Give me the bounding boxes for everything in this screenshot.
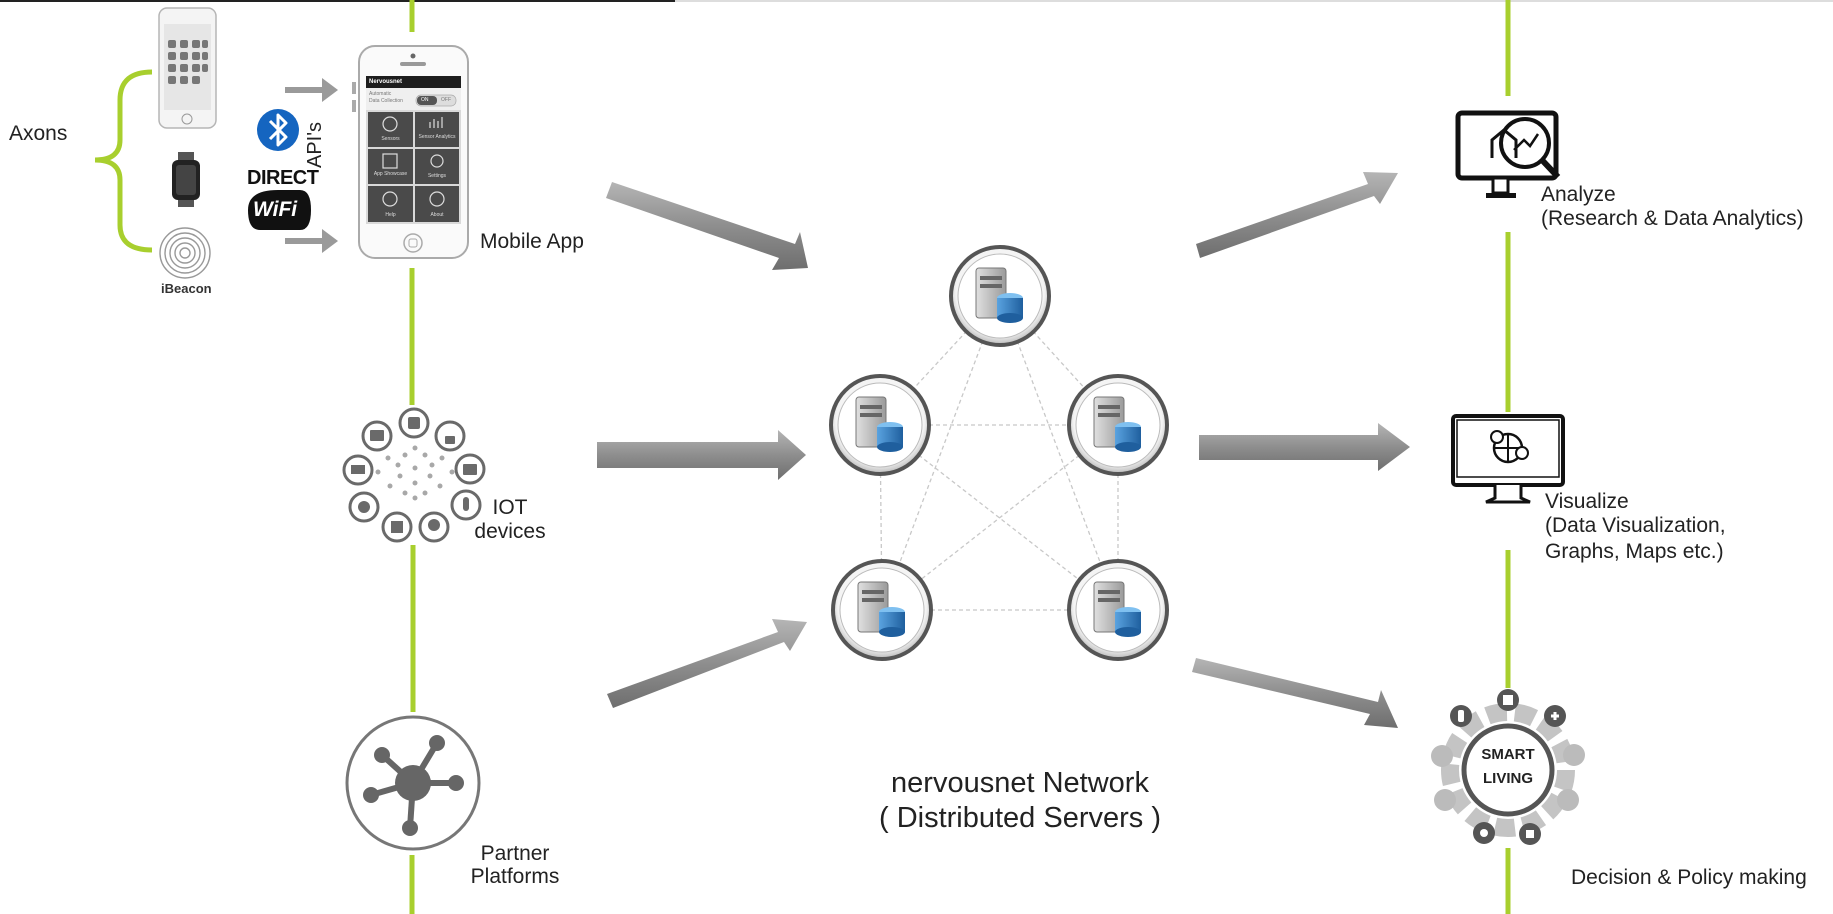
- server-node-icon: [831, 559, 933, 661]
- analyze-label-line2: (Research & Data Analytics): [1541, 207, 1804, 230]
- input-arrows: [597, 182, 808, 708]
- phone-toggle-label-2: Data Collection: [369, 98, 403, 104]
- arrow-network-to-analyze: [1196, 172, 1398, 258]
- mobile-app-label: Mobile App: [480, 230, 584, 253]
- api-arrows: [285, 78, 338, 253]
- phone-toggle-off[interactable]: OFF: [441, 97, 451, 103]
- server-node-icon: [829, 374, 931, 476]
- phone-tile-app-showcase[interactable]: App Showcase: [373, 171, 408, 177]
- wifi-label: WiFi: [253, 198, 298, 221]
- apis-label: API's: [304, 121, 326, 168]
- phone-tile-sensor-analytics[interactable]: Sensor Analytics: [418, 134, 456, 140]
- iot-cluster-icon: [342, 407, 486, 543]
- bluetooth-icon: [257, 109, 299, 151]
- axons-bracket: [94, 69, 153, 253]
- phone-tile-sensors[interactable]: Sensors: [381, 136, 400, 142]
- partner-label-line1: Partner: [480, 842, 550, 865]
- smart-label-line1: SMART: [1481, 746, 1535, 763]
- arrow-mobile-to-network: [606, 182, 808, 270]
- smart-living-gear-icon: [1431, 689, 1585, 845]
- ibeacon-icon: [159, 227, 211, 279]
- phone-tile-settings[interactable]: Settings: [427, 173, 447, 179]
- visualize-monitor-icon: [1451, 414, 1565, 504]
- arrow-iot-to-network: [597, 430, 806, 480]
- arrow-partner-to-network: [607, 619, 807, 708]
- phone-icon: [158, 7, 217, 129]
- wifi-direct-icon: [248, 190, 311, 230]
- decision-label: Decision & Policy making: [1571, 866, 1807, 889]
- iot-label-line2: devices: [474, 520, 546, 543]
- partner-hub-icon: [345, 715, 481, 851]
- server-nodes: [829, 245, 1169, 661]
- phone-app-title: Nervousnet: [369, 79, 403, 85]
- partner-label-line2: Platforms: [470, 865, 560, 888]
- arrow-network-to-visualize: [1199, 423, 1410, 471]
- left-timeline-line: [409, 0, 416, 914]
- network-title-line2: ( Distributed Servers ): [878, 802, 1161, 834]
- phone-toggle-on[interactable]: ON: [421, 97, 429, 103]
- phone-tile-about[interactable]: About: [430, 212, 444, 218]
- analyze-monitor-icon: [1455, 110, 1561, 198]
- server-node-icon: [949, 245, 1051, 347]
- axons-label: Axons: [9, 122, 68, 145]
- phone-toggle-label-1: Automatic: [369, 91, 392, 97]
- arrow-network-to-smart-living: [1192, 658, 1398, 728]
- server-node-icon: [1067, 374, 1169, 476]
- output-arrows: [1192, 172, 1410, 728]
- direct-label: DIRECT: [247, 167, 319, 189]
- server-node-icon: [1067, 559, 1169, 661]
- network-title-line1: nervousnet Network: [891, 767, 1149, 799]
- mobile-app-phone: [352, 45, 469, 259]
- iot-label-line1: IOT: [492, 496, 528, 519]
- watch-icon: [172, 152, 200, 207]
- analyze-label-line1: Analyze: [1541, 183, 1616, 206]
- ibeacon-label: iBeacon: [161, 281, 212, 296]
- visualize-label-line1: Visualize: [1545, 490, 1629, 513]
- visualize-label-line3: Graphs, Maps etc.): [1545, 540, 1724, 563]
- smart-label-line2: LIVING: [1482, 770, 1533, 787]
- phone-tile-help[interactable]: Help: [385, 212, 396, 218]
- visualize-label-line2: (Data Visualization,: [1545, 514, 1726, 537]
